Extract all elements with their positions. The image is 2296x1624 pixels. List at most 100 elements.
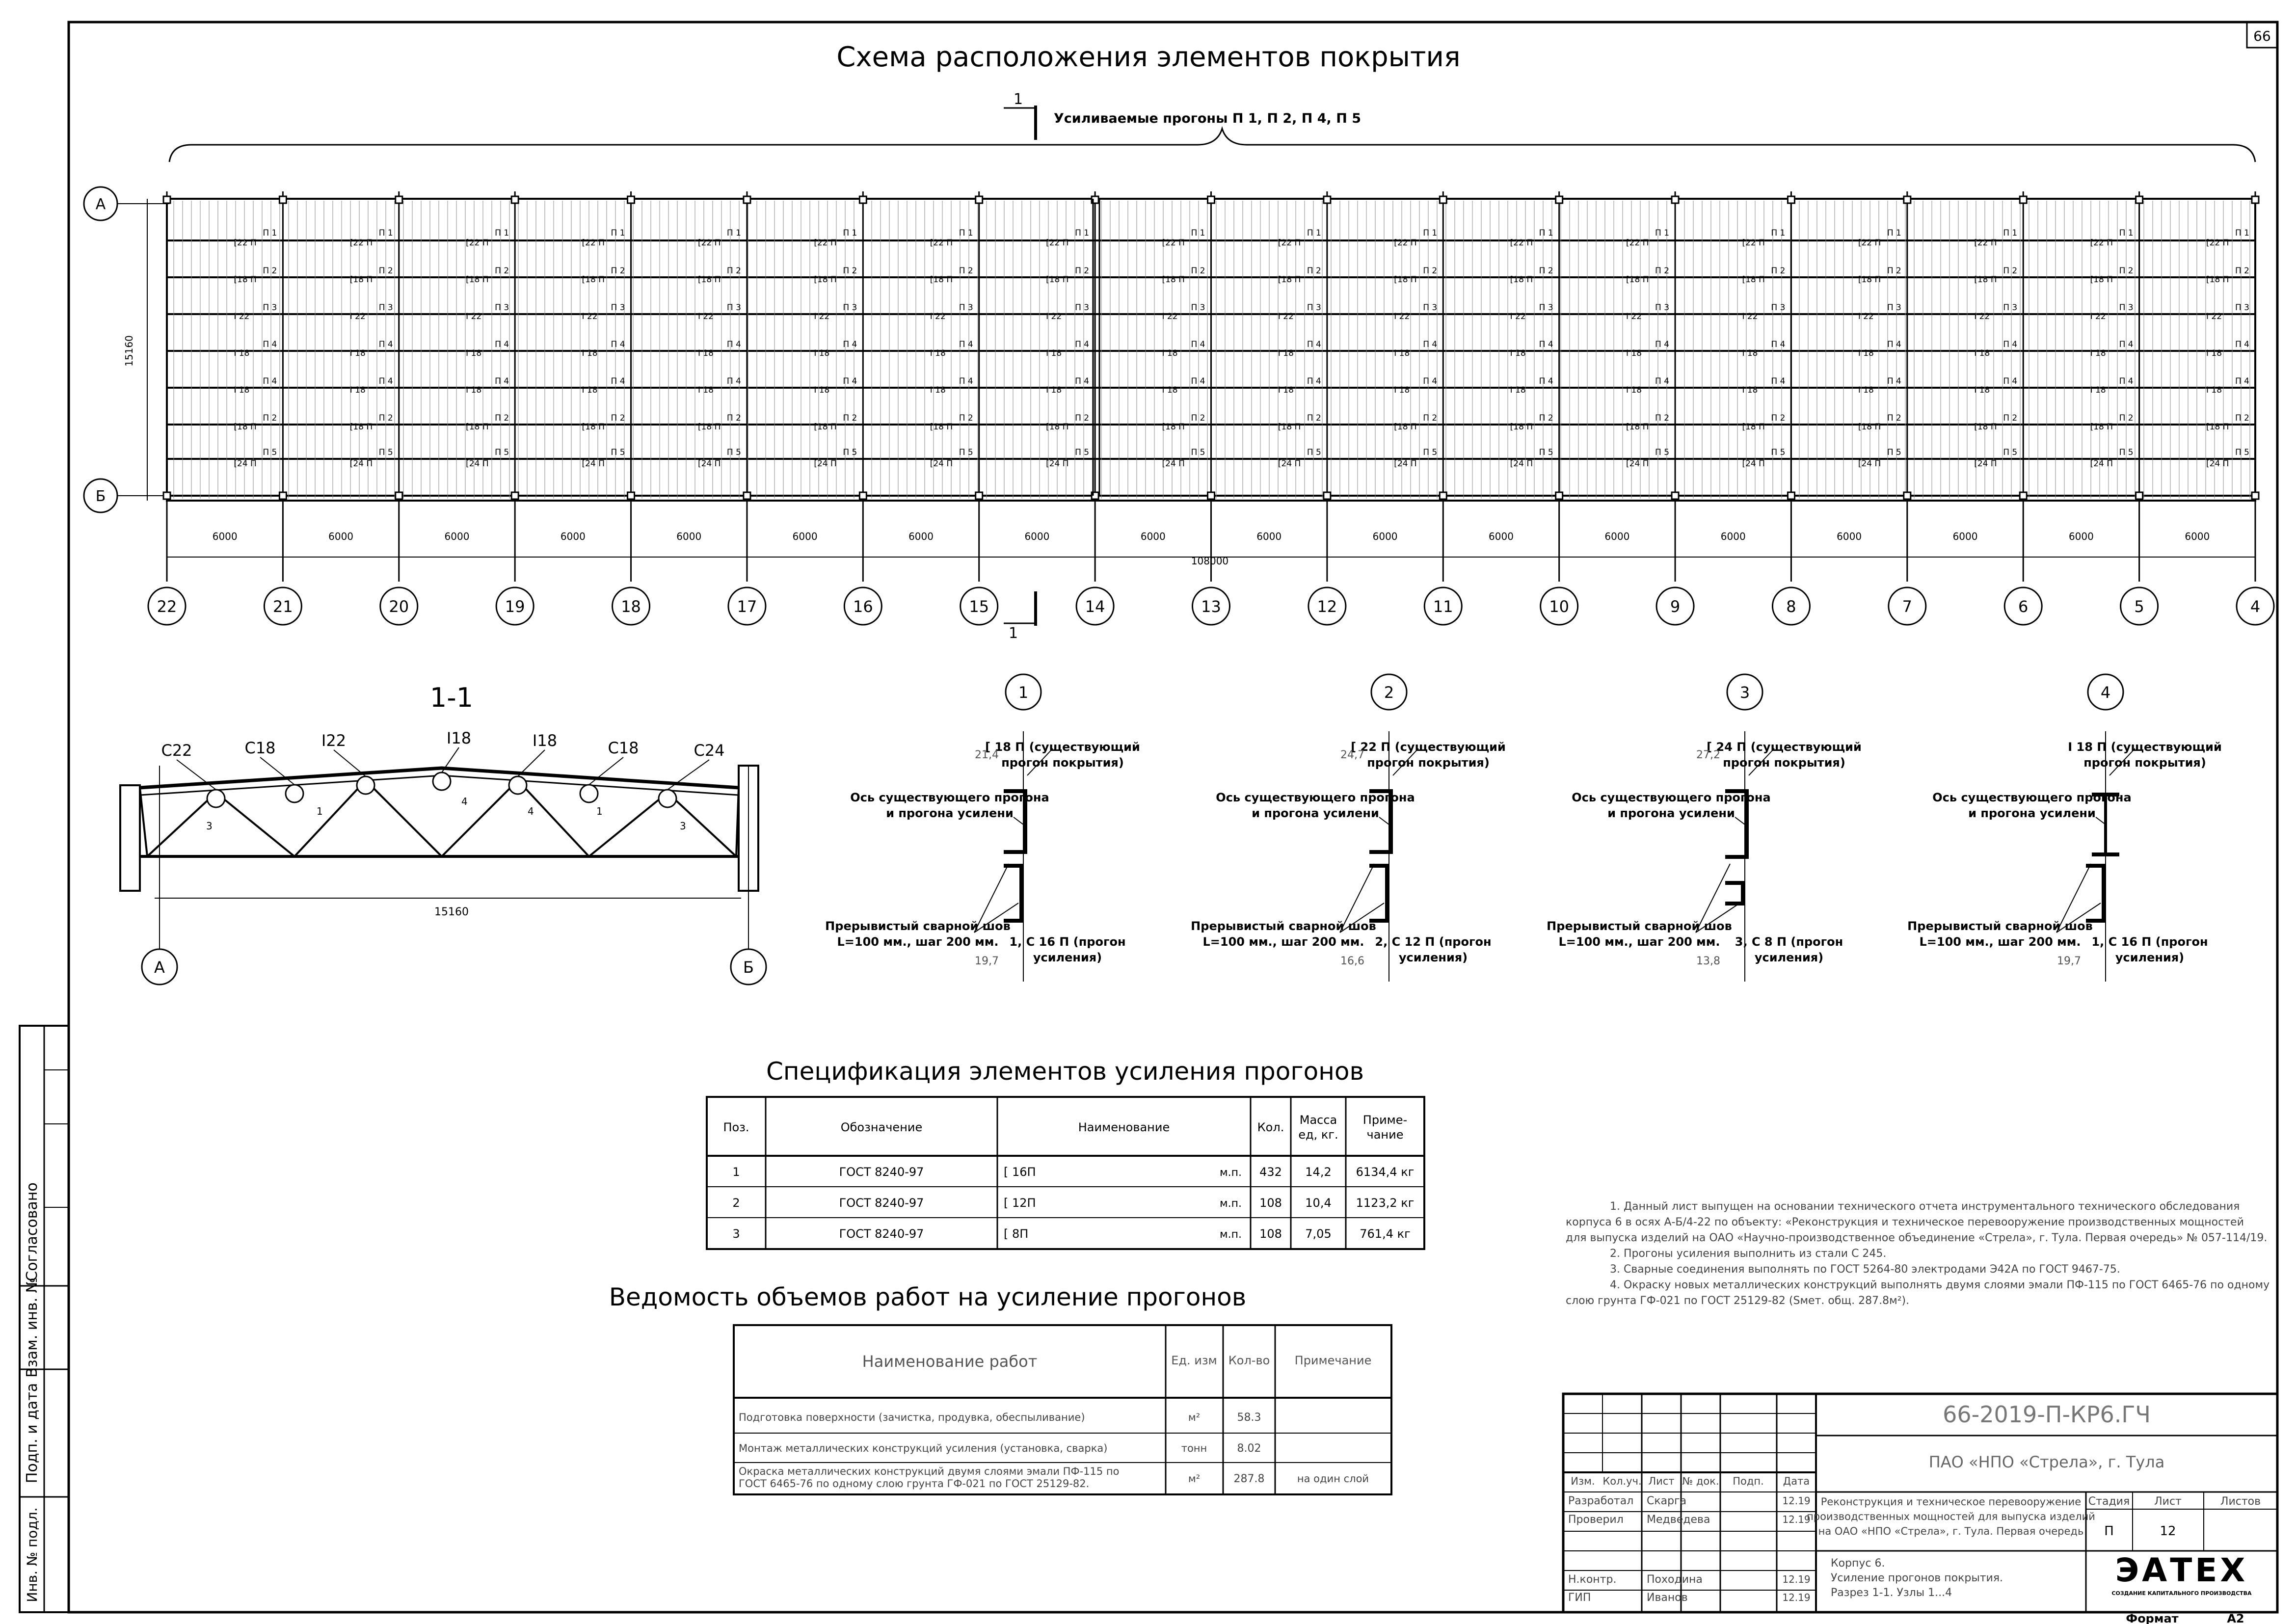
channel-flange [1369, 850, 1393, 854]
purlin-mark: П 2 [2003, 413, 2017, 423]
purlin-mark: П 1 [1887, 228, 1901, 238]
purlin-mark: П 1 [1191, 228, 1205, 238]
stamp-role: ГИП [1568, 1592, 1591, 1604]
works-r1-name: Подготовка поверхности (зачистка, продув… [739, 1411, 1085, 1423]
purlin-mark: П 3 [495, 303, 509, 313]
truss-diagonal [146, 792, 217, 857]
spec-cell-name: [ 8П [1004, 1227, 1028, 1241]
spec-cell-mass: 14,2 [1305, 1165, 1331, 1179]
purlin-section: I 22 [1974, 312, 1990, 321]
column-axis-label: 22 [157, 597, 177, 616]
section-purlin-label: C24 [694, 741, 724, 760]
purlin-section: [24 П [1858, 459, 1881, 469]
purlin-section: [24 П [466, 459, 488, 469]
spec-cell-pos: 2 [732, 1196, 740, 1210]
purlin-circle [658, 789, 677, 808]
purlin-mark: П 5 [959, 448, 973, 457]
truss-diagonal [365, 779, 443, 857]
spec-h-mass-1: Масса [1300, 1113, 1337, 1127]
purlin-section: [18 П [466, 275, 488, 285]
side-stamp-replace: Взам. инв. № [24, 1278, 41, 1378]
node-number: 1 [1018, 683, 1028, 702]
purlin-mark: П 4 [1771, 340, 1785, 349]
column-top [510, 195, 519, 204]
column-axis-bubble [263, 586, 302, 626]
section-title: 1-1 [430, 682, 473, 713]
column-axis-bubble [1308, 586, 1347, 626]
node-bottom-label: усиления) [2115, 951, 2184, 964]
purlin-section: I 18 [698, 348, 714, 358]
bay-dim: 6000 [1024, 531, 1049, 542]
column-bottom [1671, 491, 1680, 500]
purlin-mark: П 5 [843, 448, 857, 457]
column-bottom [2251, 491, 2260, 500]
purlin-section: I 18 [1278, 348, 1294, 358]
purlin-section: [24 П [2206, 459, 2229, 469]
column-top [858, 195, 867, 204]
leader [1379, 817, 1389, 825]
stamp-project-3: на ОАО «НПО «Стрела», г. Тула. Первая оч… [1818, 1525, 2084, 1537]
sheet-frame [67, 21, 2279, 1614]
span-dim: 15160 [434, 906, 469, 918]
roof-decking [173, 201, 2250, 499]
stamp-date: 12.19 [1782, 1495, 1810, 1507]
column-axis-bubble [147, 586, 187, 626]
works-r1-qty: 58.3 [1237, 1411, 1261, 1424]
purlin-mark: П 1 [263, 228, 277, 238]
sheet-number: 66 [2253, 28, 2271, 44]
purlin-section: [18 П [1858, 275, 1881, 285]
channel-web [1023, 790, 1027, 854]
spec-cell-note: 1123,2 кг [1356, 1196, 1415, 1210]
bay-dim: 6000 [328, 531, 353, 542]
purlin-mark: П 3 [2119, 303, 2134, 313]
node-dim-top: 24,7 [1340, 749, 1364, 761]
column-top [1207, 195, 1215, 204]
node-weld-label: Прерывистый сварной шов [825, 919, 1011, 933]
node-top-label: [ 24 П (существующий [1707, 740, 1862, 754]
node-number: 3 [1740, 683, 1750, 702]
purlin-mark: П 2 [379, 266, 393, 276]
node-bottom-label: 3, С 8 П (прогон [1735, 935, 1843, 949]
purlin-mark: П 2 [379, 413, 393, 423]
node-top-label: [ 22 П (существующий [1351, 740, 1506, 754]
works-r3-name-2: ГОСТ 6465-76 по одному слою грунта ГФ-02… [739, 1478, 1089, 1490]
works-h-name: Наименование работ [862, 1352, 1038, 1371]
node-weld-label: L=100 мм., шаг 200 мм. [1558, 935, 1720, 949]
column-axis-bubble [1888, 586, 1927, 626]
column-axis-bubble [1423, 586, 1463, 626]
ibeam-flange [2092, 793, 2119, 797]
purlin-section: I 22 [466, 312, 481, 321]
purlin-section: I 22 [2206, 312, 2222, 321]
column-bottom [627, 491, 636, 500]
column-top [278, 195, 287, 204]
node-axis-label: Ось существующего прогона [1216, 791, 1415, 804]
leader [667, 759, 710, 790]
bay-dim: 6000 [445, 531, 470, 542]
column-bottom [510, 491, 519, 500]
purlin-section: I 18 [2206, 385, 2222, 395]
spec-cell-qty: 108 [1259, 1227, 1282, 1241]
node-mark: 1 [317, 805, 323, 817]
stamp-col-h: Кол.уч. [1602, 1475, 1641, 1487]
purlin-mark: П 2 [495, 266, 509, 276]
leader [1735, 817, 1745, 825]
channel-web [1745, 790, 1749, 859]
works-r2-name: Монтаж металлических конструкций усилени… [739, 1442, 1107, 1454]
node-axis-label: Ось существующего прогона [850, 791, 1049, 804]
purlin-section: [22 П [1510, 238, 1533, 248]
purlin-section: [24 П [930, 459, 953, 469]
purlin-mark: П 2 [1423, 413, 1437, 423]
bay-dim: 6000 [1489, 531, 1514, 542]
spec-cell-pos: 1 [732, 1165, 740, 1179]
stamp-project-2: производственных мощностей для выпуска и… [1807, 1511, 2095, 1522]
purlin-section: I 22 [1278, 312, 1294, 321]
node-number: 2 [1384, 683, 1394, 702]
purlin-section: [24 П [1162, 459, 1185, 469]
purlin-section: [18 П [1858, 422, 1881, 432]
purlin-mark: П 2 [2119, 266, 2134, 276]
purlin-mark: П 5 [1191, 448, 1205, 457]
reinforce-web [1741, 881, 1745, 905]
note-line: корпуса 6 в осях А-Б/4-22 по объекту: «Р… [1566, 1216, 2244, 1228]
node-top-label: прогон покрытия) [2083, 756, 2206, 770]
